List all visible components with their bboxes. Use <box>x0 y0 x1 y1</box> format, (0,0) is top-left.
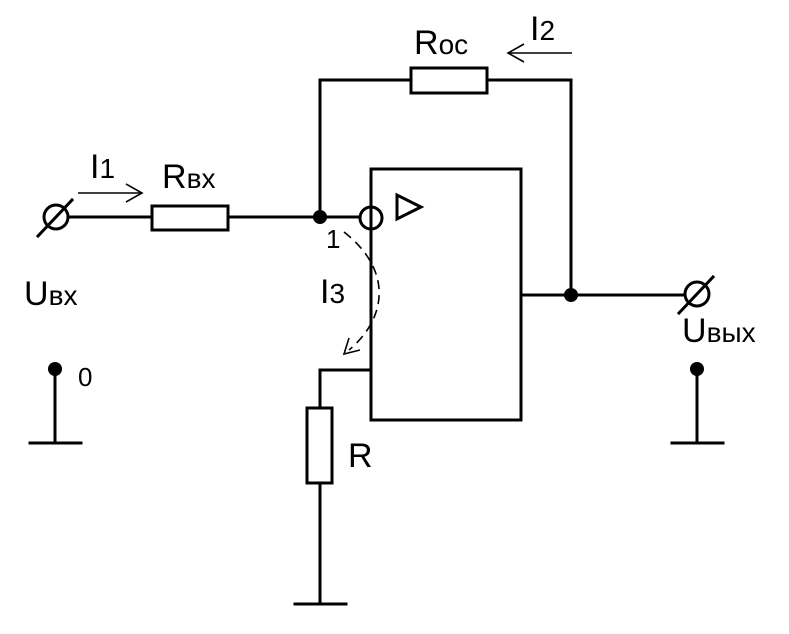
triangle-icon <box>395 192 425 222</box>
label-zero: 0 <box>78 362 92 392</box>
ground-resistor <box>305 406 334 485</box>
label-i2: I2 <box>530 10 555 48</box>
feedback-wire-right <box>485 78 573 297</box>
label-u-input: Uвх <box>24 275 77 313</box>
current-arrow-i2 <box>506 43 572 63</box>
opamp-body <box>369 167 523 422</box>
input-resistor <box>150 204 230 232</box>
label-r-input: Rвх <box>162 158 215 196</box>
output-terminal <box>676 274 716 316</box>
current-arrow-i3 <box>342 231 380 356</box>
feedback-wire-left <box>318 78 413 219</box>
label-u-output: Uвых <box>682 312 756 350</box>
inverting-input-circle <box>358 205 384 231</box>
label-i1: I1 <box>90 148 115 186</box>
noninverting-wire <box>318 368 373 410</box>
feedback-resistor <box>409 66 489 95</box>
label-i3: I3 <box>320 273 345 311</box>
label-node-1: 1 <box>326 224 340 254</box>
current-arrow-i1 <box>78 183 144 203</box>
label-r-feedback: Rос <box>414 24 468 62</box>
label-r-ground: R <box>348 437 373 475</box>
input-junction-dot <box>313 210 327 224</box>
